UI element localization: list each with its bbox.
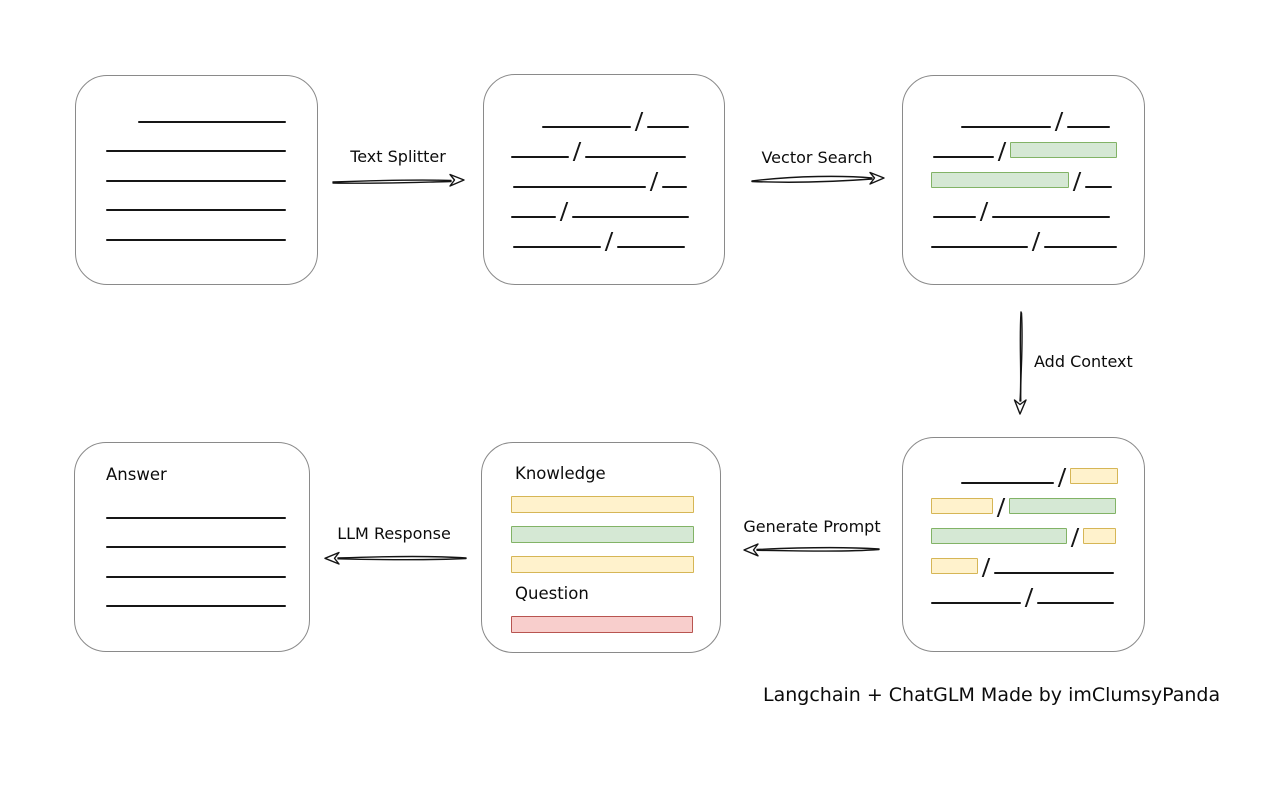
red-prompt-bar xyxy=(511,616,693,633)
add-context-arrow xyxy=(1013,311,1027,415)
green-highlight-bar xyxy=(1010,142,1117,158)
text-line xyxy=(106,238,286,241)
add-context-label: Add Context xyxy=(1034,352,1133,371)
slash-mark xyxy=(604,232,614,251)
question-label: Question xyxy=(515,584,589,603)
text-line xyxy=(106,575,286,578)
text-line xyxy=(542,126,631,128)
context-chunks-box xyxy=(902,437,1145,652)
slash-mark xyxy=(1031,232,1041,251)
llm-response-label: LLM Response xyxy=(337,524,451,543)
text-line xyxy=(1067,126,1110,128)
text-line xyxy=(662,186,687,188)
text-line xyxy=(106,209,286,211)
yellow-highlight-bar xyxy=(931,498,993,514)
answer-label: Answer xyxy=(106,465,167,484)
vector-search-label: Vector Search xyxy=(761,148,873,167)
text-line xyxy=(1037,602,1114,604)
green-highlight-bar xyxy=(931,528,1067,544)
knowledge-bars xyxy=(511,496,694,586)
knowledge-label: Knowledge xyxy=(515,464,606,483)
matched-chunks-box xyxy=(902,75,1145,285)
answer-box: Answer xyxy=(74,442,310,652)
llm-response-arrow xyxy=(324,551,467,565)
text-line xyxy=(106,546,286,548)
text-line xyxy=(106,516,286,519)
yellow-highlight-bar xyxy=(1070,468,1118,484)
document-box xyxy=(75,75,318,285)
text-line xyxy=(1085,186,1112,188)
vector-search-arrow xyxy=(751,171,885,185)
text-line xyxy=(931,246,1028,248)
text-line xyxy=(106,150,286,152)
text-line xyxy=(961,482,1054,484)
text-splitter-label: Text Splitter xyxy=(350,147,446,166)
text-line xyxy=(992,216,1110,218)
yellow-highlight-bar xyxy=(931,558,978,574)
text-line xyxy=(106,605,286,607)
green-prompt-bar xyxy=(511,526,694,543)
split-chunks-box xyxy=(483,74,725,285)
answer-lines xyxy=(106,489,286,607)
text-line xyxy=(513,246,601,248)
question-bars xyxy=(511,616,693,646)
text-line xyxy=(1044,246,1117,248)
text-line xyxy=(647,126,689,128)
text-line xyxy=(511,156,569,158)
text-line xyxy=(572,216,689,218)
yellow-highlight-bar xyxy=(1083,528,1116,544)
text-line xyxy=(933,216,976,218)
slash-mark xyxy=(1024,588,1034,607)
text-line xyxy=(138,120,286,123)
prompt-box: Knowledge Question xyxy=(481,442,721,653)
text-line xyxy=(617,246,685,248)
generate-prompt-label: Generate Prompt xyxy=(743,517,881,536)
text-line xyxy=(931,602,1021,604)
text-splitter-arrow xyxy=(332,173,465,187)
split-chunks-lines xyxy=(511,98,689,251)
green-highlight-bar xyxy=(931,172,1069,188)
yellow-prompt-bar xyxy=(511,556,694,573)
text-line xyxy=(106,179,286,182)
text-line xyxy=(933,156,994,158)
text-line xyxy=(513,186,646,188)
yellow-prompt-bar xyxy=(511,496,694,513)
text-line xyxy=(511,216,556,218)
text-line xyxy=(961,126,1051,128)
caption: Langchain + ChatGLM Made by imClumsyPand… xyxy=(763,684,1221,706)
green-highlight-bar xyxy=(1009,498,1116,514)
context-chunks-lines xyxy=(931,454,1118,607)
generate-prompt-arrow xyxy=(743,543,880,557)
matched-chunks-lines xyxy=(931,98,1117,251)
text-line xyxy=(585,156,686,158)
document-lines xyxy=(106,93,286,241)
text-line xyxy=(994,572,1114,574)
